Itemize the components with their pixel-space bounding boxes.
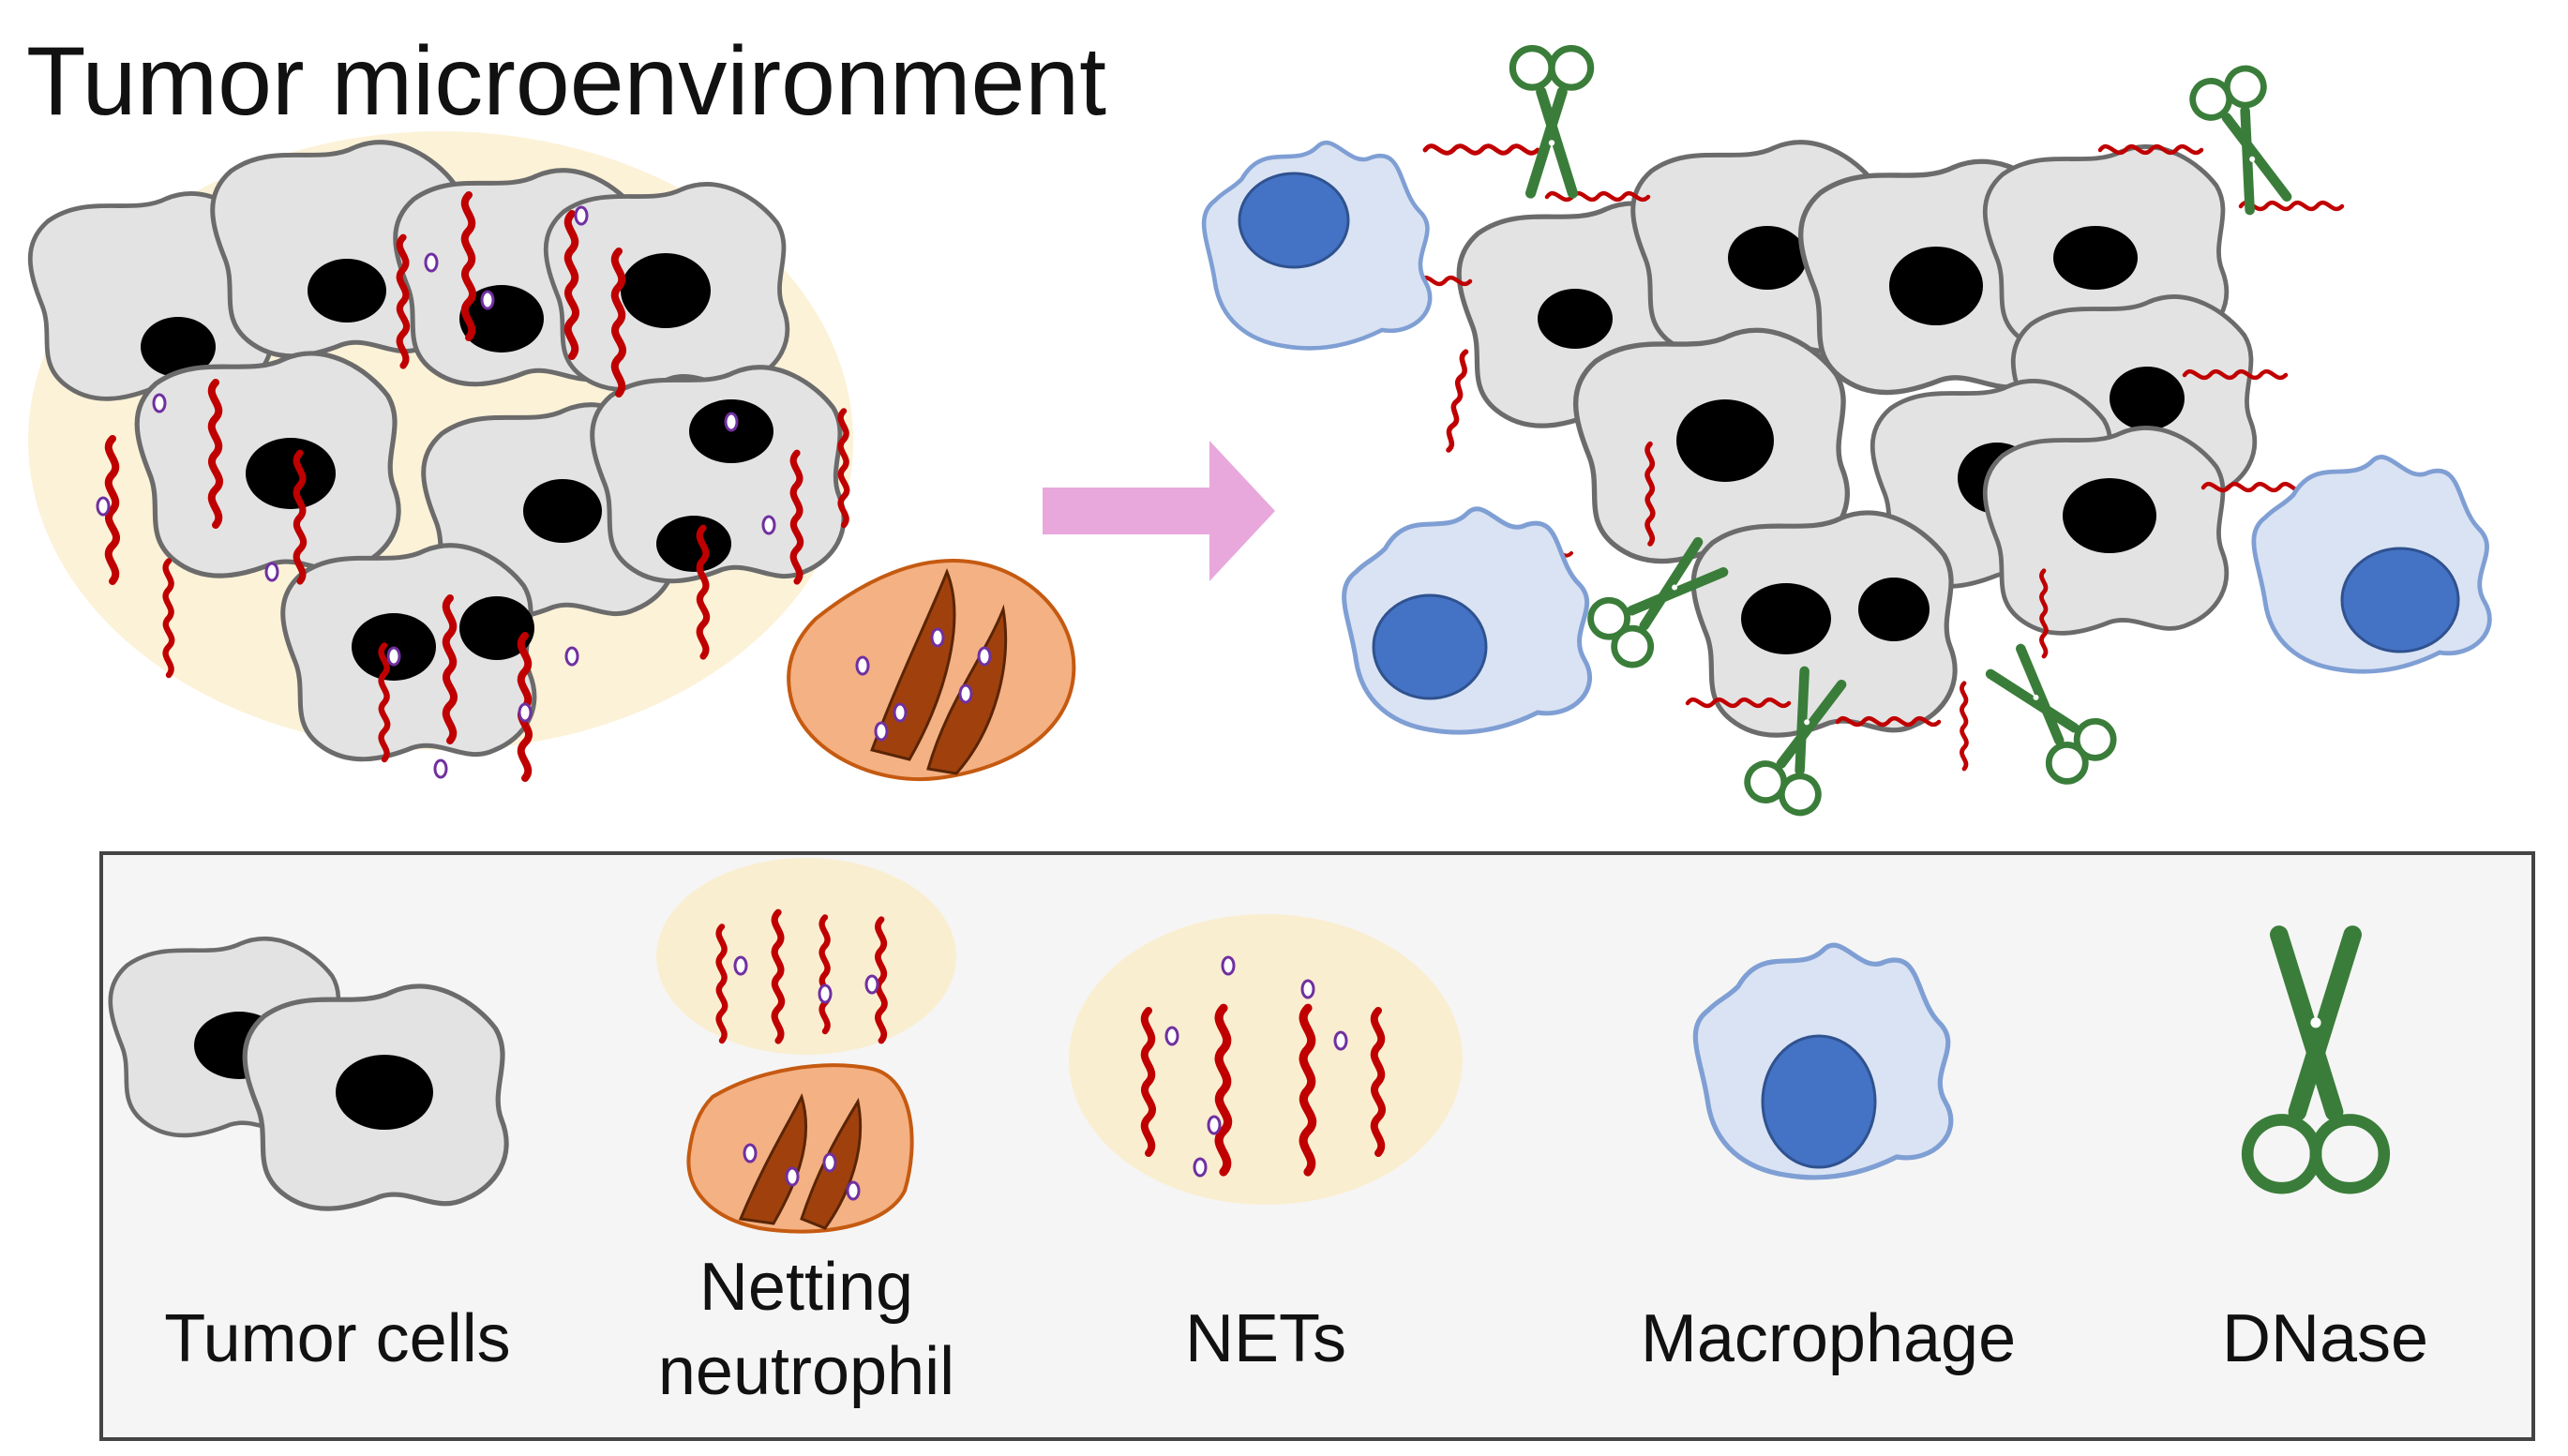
dnase-scissors-icon (1977, 638, 2121, 788)
tumor-cell (30, 194, 271, 399)
right-arrow-icon (1043, 441, 1275, 581)
macrophage (2254, 457, 2490, 671)
tumor-cell-icon (111, 938, 506, 1208)
tumor-cell (1459, 203, 1720, 426)
legend-label-tumor-cells: Tumor cells (164, 1301, 511, 1376)
tumor-cell (1633, 143, 1885, 356)
netting-neutrophil-icon (656, 858, 956, 1234)
tumor-cell (424, 405, 675, 619)
macrophage (1204, 143, 1430, 348)
netting-neutrophil (787, 559, 1076, 781)
tumor-cell (1576, 330, 1848, 561)
macrophage (1344, 509, 1590, 732)
tumor-cell (593, 368, 844, 581)
tumor-cell (1985, 428, 2226, 634)
macrophage-icon (1695, 945, 1950, 1178)
tumor-after-dnase-cluster (1204, 49, 2489, 818)
legend-label-netting-neutrophil-line2: neutrophil (657, 1334, 955, 1409)
tumor-cell (283, 546, 534, 759)
tumor-cell (546, 185, 787, 390)
nets-icon (1069, 914, 1463, 1205)
tumor-cell (396, 171, 647, 384)
figure-title: Tumor microenvironment (26, 27, 1107, 136)
tumor-cell (1801, 161, 2073, 392)
tumor-cell (2013, 297, 2254, 503)
legend-label-netting-neutrophil-line1: Netting (698, 1250, 914, 1325)
tumor-with-nets-cluster (28, 131, 853, 778)
tumor-cell (1985, 147, 2226, 353)
tumor-cell (137, 353, 398, 576)
dnase-scissors-icon (1512, 49, 1590, 193)
legend-label-nets: NETs (1184, 1301, 1347, 1376)
tumor-cell (1693, 513, 1955, 735)
legend-label-macrophage: Macrophage (1640, 1301, 2017, 1376)
legend-label-dnase: DNase (2221, 1301, 2429, 1376)
tumor-cell (213, 143, 464, 356)
